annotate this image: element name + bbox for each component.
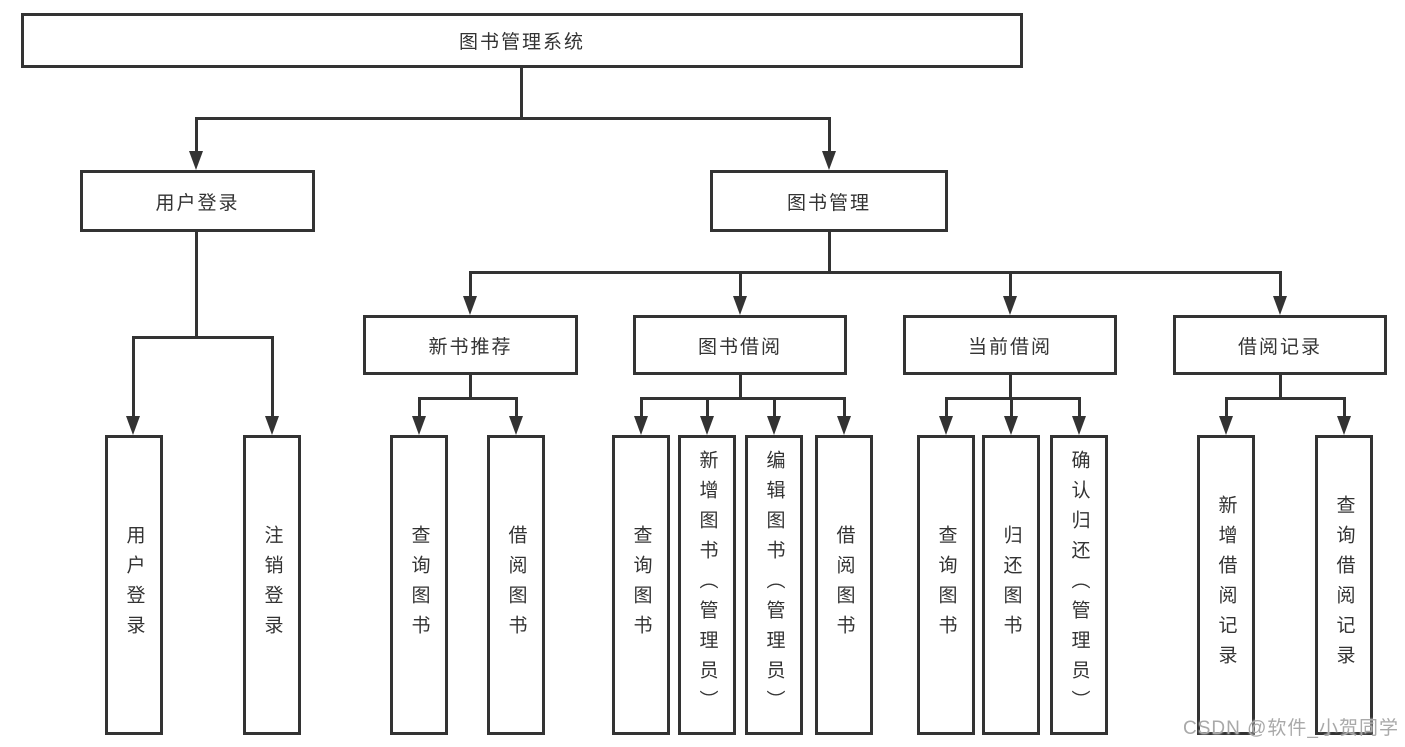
arrow-down-icon [1337, 416, 1351, 435]
connector-line [1279, 375, 1282, 399]
arrow-down-icon [189, 151, 203, 170]
node-cb-return-book: 归还图书 [982, 435, 1040, 735]
connector-line [640, 397, 846, 400]
connector-line [945, 398, 948, 418]
connector-line [945, 397, 1081, 400]
node-root-label: 图书管理系统 [458, 32, 585, 53]
arrow-down-icon [412, 416, 426, 435]
connector-line [640, 398, 643, 418]
arrow-down-icon [939, 416, 953, 435]
node-cb-query-book-label: 查询图书 [935, 525, 957, 645]
node-borrow-records: 借阅记录 [1173, 315, 1387, 375]
arrow-down-icon [509, 416, 523, 435]
node-current-borrow-label: 当前借阅 [967, 336, 1052, 358]
node-br-add-record: 新增借阅记录 [1197, 435, 1255, 735]
arrow-down-icon [1004, 416, 1018, 435]
connector-line [195, 117, 831, 120]
node-bb-query-book-label: 查询图书 [630, 525, 652, 645]
node-book-management-label: 图书管理 [786, 192, 871, 214]
node-bb-add-book: 新增图书（管理员） [678, 435, 736, 735]
connector-line [706, 398, 709, 418]
arrow-down-icon [1219, 416, 1233, 435]
node-bb-add-book-label: 新增图书（管理员） [696, 450, 718, 720]
node-rec-borrow-book-label: 借阅图书 [505, 525, 527, 645]
connector-line [469, 375, 472, 399]
node-user-login-label: 用户登录 [155, 192, 240, 214]
connector-line [469, 272, 472, 298]
node-user-login: 用户登录 [80, 170, 315, 232]
connector-line [773, 398, 776, 418]
node-root: 图书管理系统 [21, 13, 1023, 68]
node-br-add-record-label: 新增借阅记录 [1215, 495, 1237, 675]
node-br-query-record-label: 查询借阅记录 [1333, 495, 1355, 675]
connector-line [1078, 398, 1081, 418]
node-leaf-logout: 注销登录 [243, 435, 301, 735]
connector-line [1225, 397, 1346, 400]
arrow-down-icon [837, 416, 851, 435]
connector-line [469, 271, 1282, 274]
arrow-down-icon [1072, 416, 1086, 435]
connector-line [132, 336, 274, 339]
node-bb-borrow-book: 借阅图书 [815, 435, 873, 735]
node-cb-return-book-label: 归还图书 [1000, 525, 1022, 645]
node-new-book-recommend: 新书推荐 [363, 315, 578, 375]
connector-line [195, 232, 198, 337]
connector-line [828, 232, 831, 272]
node-new-book-recommend-label: 新书推荐 [428, 336, 513, 358]
node-rec-borrow-book: 借阅图书 [487, 435, 545, 735]
node-leaf-user-login-label: 用户登录 [123, 525, 145, 645]
connector-line [132, 337, 135, 417]
node-bb-query-book: 查询图书 [612, 435, 670, 735]
arrow-down-icon [634, 416, 648, 435]
connector-line [1225, 398, 1228, 418]
arrow-down-icon [1273, 296, 1287, 315]
arrow-down-icon [265, 416, 279, 435]
arrow-down-icon [733, 296, 747, 315]
connector-line [515, 398, 518, 418]
connector-line [828, 118, 831, 154]
connector-line [195, 118, 198, 154]
node-book-borrow-label: 图书借阅 [697, 336, 782, 358]
node-bb-edit-book-label: 编辑图书（管理员） [763, 450, 785, 720]
connector-line [739, 272, 742, 298]
node-book-borrow: 图书借阅 [633, 315, 847, 375]
node-leaf-logout-label: 注销登录 [261, 525, 283, 645]
connector-line [418, 398, 421, 418]
connector-line [271, 337, 274, 417]
arrow-down-icon [1003, 296, 1017, 315]
arrow-down-icon [822, 151, 836, 170]
connector-line [1010, 398, 1013, 418]
node-br-query-record: 查询借阅记录 [1315, 435, 1373, 735]
connector-line [1009, 272, 1012, 298]
arrow-down-icon [700, 416, 714, 435]
connector-line [1009, 375, 1012, 399]
node-current-borrow: 当前借阅 [903, 315, 1117, 375]
node-borrow-records-label: 借阅记录 [1237, 336, 1322, 358]
connector-line [739, 375, 742, 399]
arrow-down-icon [767, 416, 781, 435]
node-cb-query-book: 查询图书 [917, 435, 975, 735]
watermark: CSDN @软件_小贺同学 [1183, 718, 1399, 739]
node-leaf-user-login: 用户登录 [105, 435, 163, 735]
node-cb-confirm-return-label: 确认归还（管理员） [1068, 450, 1090, 720]
connector-line [520, 68, 523, 118]
node-rec-query-book: 查询图书 [390, 435, 448, 735]
node-cb-confirm-return: 确认归还（管理员） [1050, 435, 1108, 735]
connector-line [843, 398, 846, 418]
node-book-management: 图书管理 [710, 170, 948, 232]
connector-line [1279, 272, 1282, 298]
connector-line [418, 397, 518, 400]
connector-line [1343, 398, 1346, 418]
arrow-down-icon [126, 416, 140, 435]
node-bb-edit-book: 编辑图书（管理员） [745, 435, 803, 735]
node-bb-borrow-book-label: 借阅图书 [833, 525, 855, 645]
node-rec-query-book-label: 查询图书 [408, 525, 430, 645]
arrow-down-icon [463, 296, 477, 315]
